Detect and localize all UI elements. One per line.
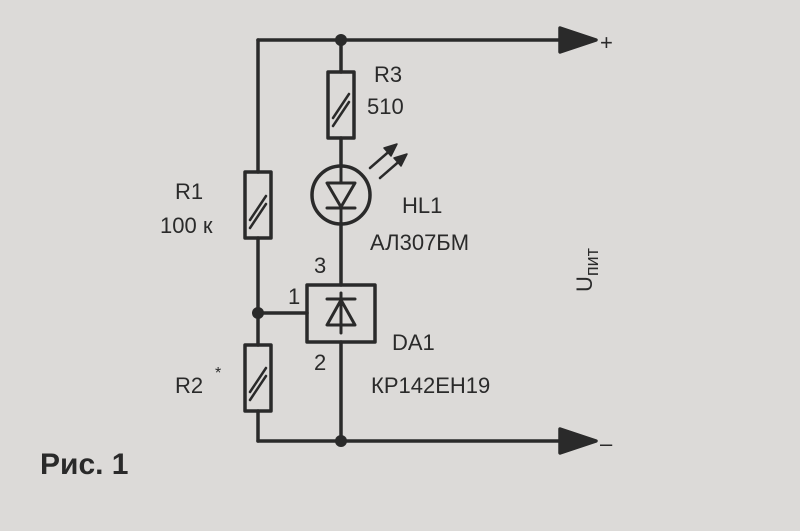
minus-arrow (558, 427, 598, 455)
plus-arrow (558, 26, 598, 54)
hl1-ray-1-head (383, 143, 398, 157)
r3-value: 510 (367, 94, 404, 119)
hl1-designator: HL1 (402, 193, 442, 218)
da1-pin-ref: 1 (288, 284, 300, 309)
r3-hatch (331, 92, 351, 128)
figure-caption: Рис. 1 (40, 448, 129, 481)
terminal-plus-label: + (600, 30, 613, 55)
supply-voltage-main: U (572, 276, 597, 292)
hl1-part: АЛ307БМ (370, 230, 469, 255)
r3-designator: R3 (374, 62, 402, 87)
r1-hatch (248, 194, 268, 230)
r2-mark: * (215, 365, 221, 382)
terminal-minus-label: – (600, 431, 613, 456)
hl1-ray-2-head (393, 153, 408, 167)
supply-voltage-label: Uпит (572, 248, 602, 292)
supply-voltage-sub: пит (582, 248, 602, 276)
da1-designator: DA1 (392, 330, 435, 355)
da1-part: КР142ЕН19 (371, 373, 490, 398)
junction-top (335, 34, 347, 46)
r2-designator: R2 (175, 373, 203, 398)
r1-designator: R1 (175, 179, 203, 204)
da1-pin-anode: 2 (314, 350, 326, 375)
r1-value: 100 к (160, 213, 213, 238)
da1-pin-cathode: 3 (314, 253, 326, 278)
junction-bottom (335, 435, 347, 447)
r2-hatch (248, 366, 268, 402)
junction-ref (252, 307, 264, 319)
